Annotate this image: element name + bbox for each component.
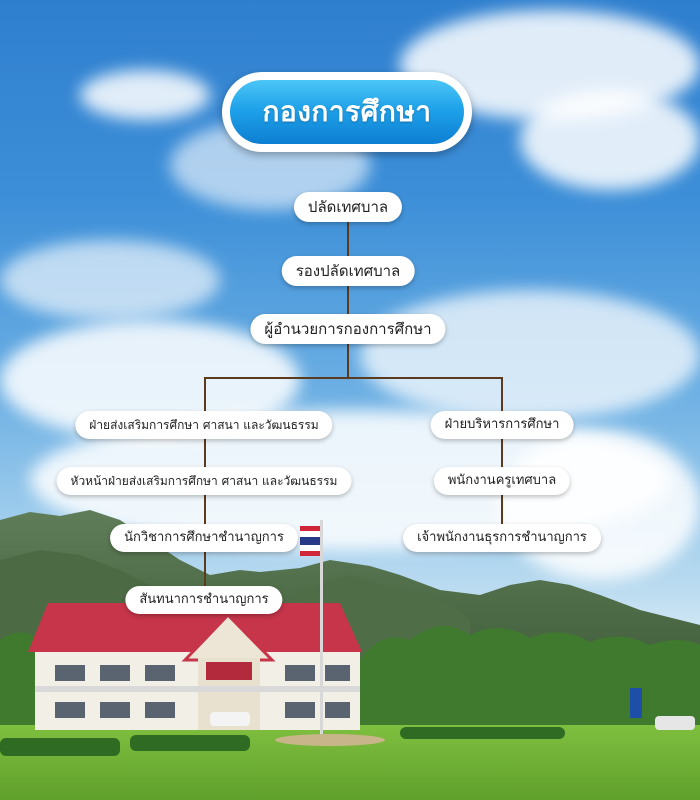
cloud xyxy=(0,240,220,320)
thai-flag xyxy=(300,526,320,531)
page-title: กองการศึกษา xyxy=(230,80,464,144)
hedge xyxy=(0,738,120,756)
car xyxy=(210,712,250,726)
building-roof xyxy=(28,603,362,652)
node-education-director: ผู้อำนวยการกองการศึกษา xyxy=(250,314,446,344)
node-right-division: ฝ่ายบริหารการศึกษา xyxy=(430,411,574,439)
window xyxy=(55,702,85,718)
node-left-head: หัวหน้าฝ่ายส่งเสริมการศึกษา ศาสนา และวัฒ… xyxy=(56,467,352,495)
window xyxy=(100,665,130,681)
building-sign xyxy=(206,662,252,680)
window xyxy=(145,702,175,718)
connector-line xyxy=(501,377,503,537)
window xyxy=(100,702,130,718)
window xyxy=(325,702,350,718)
node-right-teacher: พนักงานครูเทศบาล xyxy=(433,467,571,495)
window xyxy=(285,702,315,718)
node-right-clerical: เจ้าพนักงานธุรการชำนาญการ xyxy=(403,524,601,552)
node-deputy-municipal-clerk: รองปลัดเทศบาล xyxy=(281,256,415,286)
cloud xyxy=(360,290,700,420)
window xyxy=(55,665,85,681)
flagpole xyxy=(320,520,323,735)
window xyxy=(325,665,350,681)
tree-line xyxy=(0,632,40,730)
node-left-recreation: สันทนาการชำนาญการ xyxy=(125,586,283,614)
thai-flag xyxy=(300,551,320,556)
tree-line xyxy=(360,626,700,730)
flagpole-base xyxy=(275,734,385,746)
hedge xyxy=(400,727,565,739)
cloud xyxy=(80,70,210,120)
cloud xyxy=(520,90,700,190)
node-left-academic: นักวิชาการศึกษาชำนาญการ xyxy=(110,524,298,552)
building-banner xyxy=(35,686,360,692)
connector-line xyxy=(347,218,349,378)
window xyxy=(285,665,315,681)
signboard xyxy=(630,688,642,718)
cloud xyxy=(500,430,700,580)
node-left-division: ฝ่ายส่งเสริมการศึกษา ศาสนา และวัฒนธรรม xyxy=(75,411,333,439)
node-municipal-clerk: ปลัดเทศบาล xyxy=(293,192,403,222)
hedge xyxy=(130,735,250,751)
connector-line xyxy=(204,377,502,379)
title-badge: กองการศึกษา xyxy=(222,72,472,152)
car xyxy=(655,716,695,730)
thai-flag xyxy=(300,537,320,545)
window xyxy=(145,665,175,681)
